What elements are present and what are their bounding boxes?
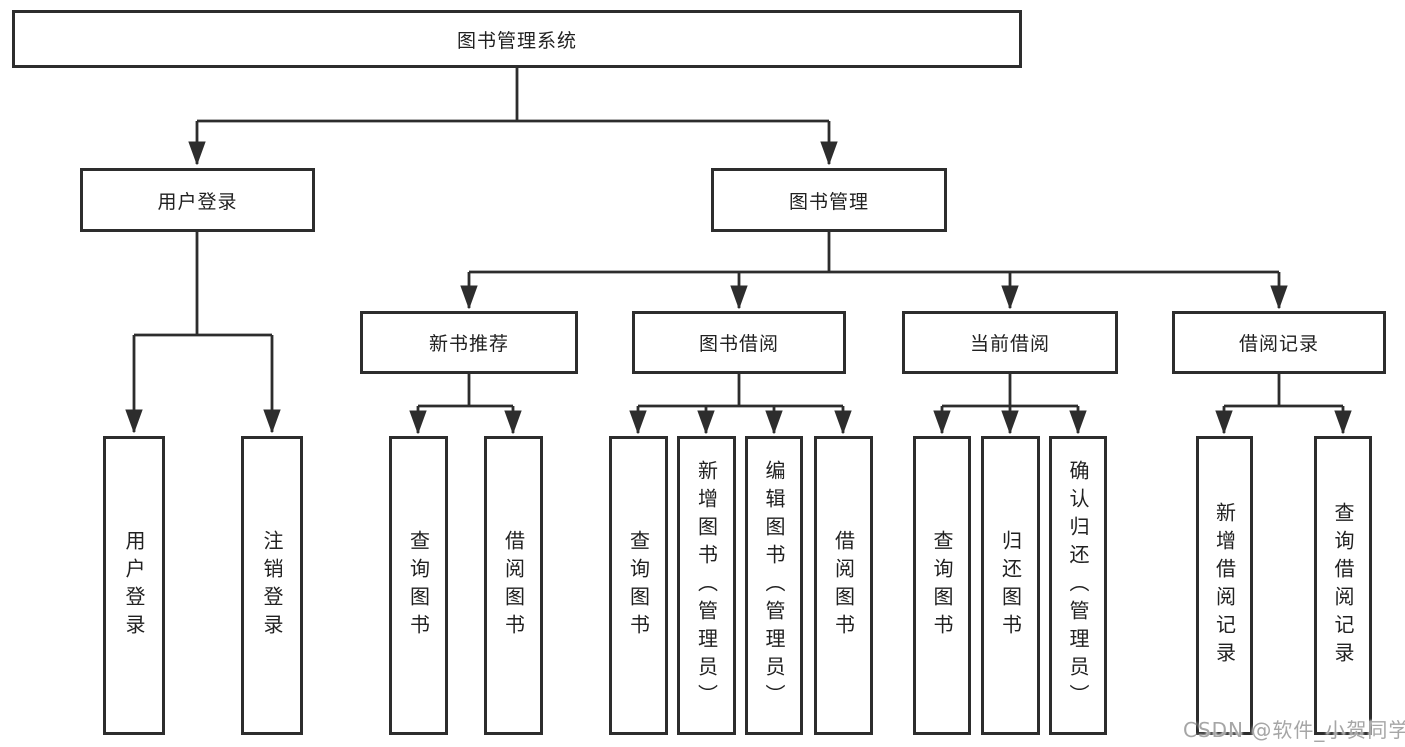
leaf-borrow-books: 借阅图书 [814,436,873,735]
leaf-add-borrow-record: 新增借阅记录 [1196,436,1253,735]
leaf-user-login: 用户登录 [103,436,165,735]
leaf-query-books: 查询图书 [389,436,448,735]
leaf-return-books: 归还图书 [981,436,1040,735]
leaf-logout-login: 注销登录 [241,436,303,735]
node-book-management: 图书管理 [711,168,947,232]
leaf-edit-books-admin: 编辑图书（管理员） [745,436,803,735]
node-user-login: 用户登录 [80,168,315,232]
node-borrowing-records: 借阅记录 [1172,311,1386,374]
leaf-confirm-return-admin: 确认归还（管理员） [1049,436,1107,735]
leaf-add-books-admin: 新增图书（管理员） [677,436,736,735]
node-root-library-management-system: 图书管理系统 [12,10,1022,68]
leaf-borrow-books: 借阅图书 [484,436,543,735]
node-book-borrowing: 图书借阅 [632,311,846,374]
leaf-query-books: 查询图书 [913,436,971,735]
leaf-query-books: 查询图书 [609,436,668,735]
leaf-query-borrow-record: 查询借阅记录 [1314,436,1372,735]
node-new-book-recommendation: 新书推荐 [360,311,578,374]
csdn-watermark: CSDN @软件_小贺同学 [1183,718,1405,742]
node-current-borrowing: 当前借阅 [902,311,1118,374]
